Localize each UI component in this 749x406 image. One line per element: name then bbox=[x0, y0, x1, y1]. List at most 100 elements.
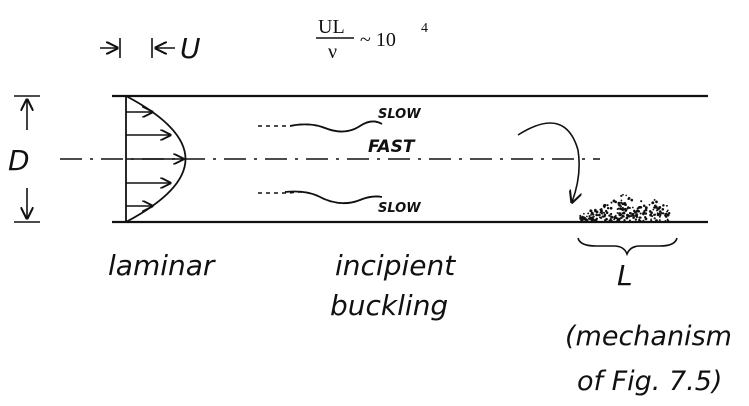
slug-dot bbox=[594, 209, 597, 212]
slug-dot bbox=[640, 212, 642, 214]
slug-dot bbox=[638, 216, 640, 218]
incipient-label: incipient bbox=[335, 249, 456, 282]
slug-dot bbox=[600, 210, 602, 212]
slug-dot bbox=[662, 204, 665, 207]
slug-dot bbox=[640, 200, 642, 202]
slug-dot bbox=[605, 210, 607, 212]
slug-dot bbox=[667, 219, 669, 221]
slug-dot bbox=[649, 204, 651, 206]
slug-dot bbox=[610, 207, 613, 210]
slug-dot bbox=[625, 209, 628, 212]
slug-dot bbox=[589, 209, 592, 212]
slug-dot bbox=[642, 220, 644, 222]
slug-dot bbox=[616, 219, 619, 222]
slug-dot bbox=[630, 215, 632, 217]
buckling-label: buckling bbox=[330, 289, 448, 322]
slug-arrow bbox=[518, 123, 579, 202]
slug-dot bbox=[618, 208, 620, 210]
slug-dot bbox=[593, 216, 595, 218]
slug-dot bbox=[639, 220, 641, 222]
slug-dot bbox=[635, 215, 637, 217]
slug-dot bbox=[615, 215, 617, 217]
fast-label: FAST bbox=[368, 137, 416, 157]
slug-dot bbox=[611, 202, 613, 204]
slug-dot bbox=[625, 195, 627, 197]
slow-label-top: SLOW bbox=[378, 107, 421, 122]
slug-dot bbox=[587, 212, 589, 214]
slug-dot bbox=[654, 205, 656, 207]
slug-dot bbox=[614, 201, 617, 204]
slug-dot bbox=[583, 213, 585, 215]
slug-dot bbox=[664, 213, 666, 215]
slug-dot bbox=[645, 209, 648, 212]
slug-dot bbox=[611, 217, 613, 219]
slug-dot bbox=[627, 206, 629, 208]
slug-dot bbox=[620, 195, 622, 197]
slug-dot bbox=[655, 201, 658, 204]
length-label: L bbox=[617, 259, 633, 292]
slug-dot bbox=[625, 217, 628, 220]
velocity-indicator: U bbox=[100, 32, 201, 65]
slug-dot bbox=[595, 214, 598, 217]
slug-dot bbox=[645, 218, 648, 221]
slug-dot bbox=[655, 219, 658, 222]
diameter-label: D bbox=[8, 144, 30, 177]
laminar-label: laminar bbox=[108, 249, 216, 282]
slug-dot bbox=[623, 212, 626, 215]
slug-dot bbox=[654, 199, 656, 201]
slug-dot bbox=[662, 208, 665, 211]
slug-dot bbox=[624, 203, 627, 206]
slug-dot bbox=[620, 217, 622, 219]
slug-dot bbox=[649, 214, 652, 217]
mechanism-label-line2: of Fig. 7.5) bbox=[577, 366, 722, 397]
slug-dot bbox=[666, 205, 668, 207]
slug-dot bbox=[667, 210, 669, 212]
slug-dot bbox=[592, 213, 594, 215]
slug-dot bbox=[659, 219, 661, 221]
slug-dot bbox=[640, 206, 643, 209]
velocity-label: U bbox=[180, 32, 201, 65]
length-brace bbox=[578, 238, 677, 254]
slug-dot bbox=[620, 204, 622, 206]
slug-dot bbox=[660, 212, 662, 214]
slow-label-bottom: SLOW bbox=[378, 201, 421, 216]
slug-dot bbox=[601, 213, 603, 215]
slug-dot bbox=[618, 204, 620, 206]
slug-dot bbox=[657, 208, 660, 211]
slug-dot bbox=[622, 194, 624, 196]
slug-dot bbox=[605, 218, 608, 221]
formula-relation: ~ 10 bbox=[360, 29, 396, 51]
slug-dot bbox=[628, 197, 631, 200]
slug-dot bbox=[650, 211, 653, 214]
slug-dot bbox=[652, 209, 654, 211]
laminar-profile bbox=[126, 96, 186, 222]
slug-dot bbox=[581, 216, 584, 219]
slug-dot bbox=[619, 213, 622, 216]
slug-dot bbox=[607, 207, 609, 209]
buckling-layers: SLOW FAST SLOW bbox=[258, 107, 421, 216]
slug-dot bbox=[637, 207, 639, 209]
formula-numerator: UL bbox=[318, 16, 345, 38]
slug-dot bbox=[653, 214, 655, 216]
slug-dot bbox=[604, 214, 607, 217]
slug-dot bbox=[654, 217, 656, 219]
slug-dot bbox=[608, 214, 610, 216]
slug-dot bbox=[629, 212, 632, 215]
slug-dot bbox=[643, 205, 646, 208]
slug-dot bbox=[599, 216, 601, 218]
diameter-dimension: D bbox=[8, 96, 40, 222]
slug-dot bbox=[659, 216, 661, 218]
slug-dot bbox=[627, 215, 629, 217]
slug-dot bbox=[610, 219, 613, 222]
slug-dot bbox=[617, 212, 619, 214]
mechanism-label-line1: (mechanism bbox=[565, 321, 732, 352]
slug-dot bbox=[586, 216, 588, 218]
slug-dot bbox=[585, 219, 587, 221]
slug-dot bbox=[650, 220, 652, 222]
slug-dot bbox=[621, 200, 623, 202]
slug-dot bbox=[635, 218, 637, 220]
slug-dot bbox=[642, 211, 645, 214]
slug-dot bbox=[629, 220, 631, 222]
